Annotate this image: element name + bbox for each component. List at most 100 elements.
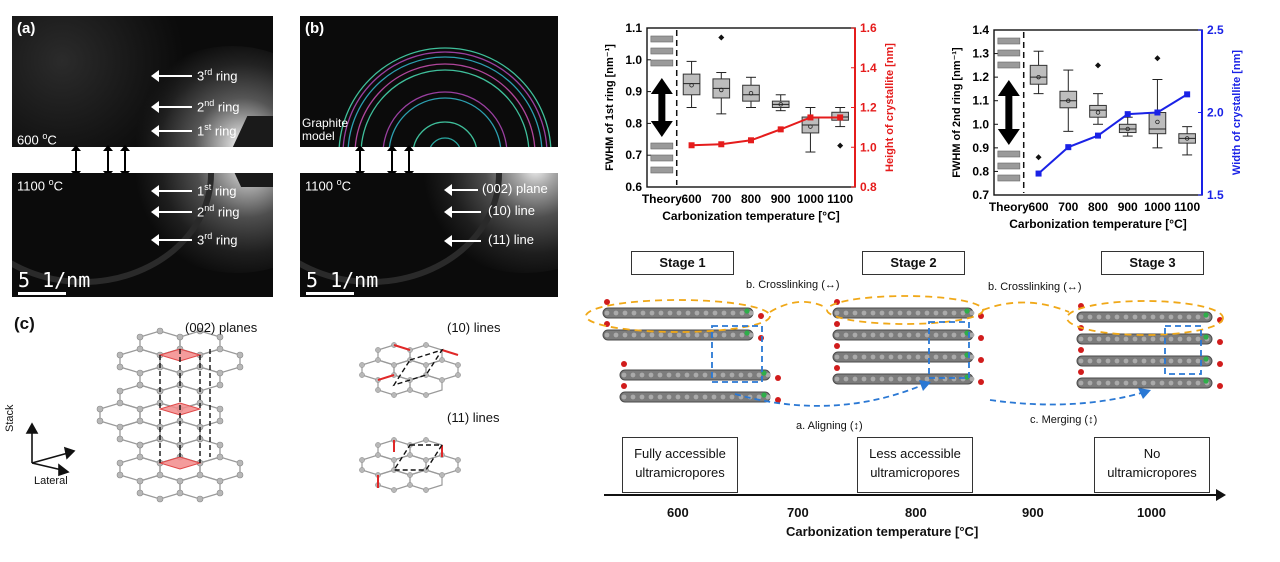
- carbon-atom: [951, 332, 957, 338]
- accessibility-box-2: Less accessible ultramicropores: [857, 437, 973, 493]
- carbon-atom: [1186, 336, 1192, 342]
- temp-label-1100: 1100 oC: [17, 177, 63, 194]
- carbon-atom: [1141, 380, 1147, 386]
- carbon-atom: [951, 354, 957, 360]
- oxygen-atom: [621, 361, 627, 367]
- x-tick-label: 1100: [827, 192, 853, 206]
- carbon-atom: [729, 394, 735, 400]
- crystallite-point: [777, 126, 784, 133]
- carbon-atom: [648, 372, 654, 378]
- crystallite-point: [748, 137, 754, 144]
- carbon-atom: [861, 376, 867, 382]
- carbon-atom: [1123, 314, 1129, 320]
- carbon-atom: [1078, 314, 1084, 320]
- carbon-atom: [756, 394, 762, 400]
- oxygen-atom: [834, 321, 840, 327]
- carbon-atom: [1114, 380, 1120, 386]
- temp-tick-900: 900: [1022, 505, 1044, 520]
- oxygen-atom: [834, 365, 840, 371]
- crosslink-ellipse: [585, 299, 771, 333]
- carbon-atom: [667, 332, 673, 338]
- temp-tick-600: 600: [667, 505, 689, 520]
- carbon-atom: [852, 376, 858, 382]
- oxygen-atom: [775, 397, 781, 403]
- planes-label-002: (002) planes: [185, 320, 258, 335]
- stage-2-stack: [832, 299, 984, 385]
- x-tick-label: 600: [1029, 200, 1049, 214]
- carbon-atom: [712, 332, 718, 338]
- aligning-arrowhead: [919, 380, 931, 391]
- carbon-atom: [756, 372, 762, 378]
- carbon-atom: [604, 332, 610, 338]
- oxygen-atom: [1217, 339, 1223, 345]
- graphene-layer: [650, 47, 674, 55]
- y2-axis-title: Width of crystallite [nm]: [1231, 50, 1243, 176]
- carbon-atom: [852, 354, 858, 360]
- scale-bar-label: 5 1/nm: [18, 268, 91, 292]
- carbon-atom: [748, 332, 754, 338]
- oxygen-atom: [1078, 347, 1084, 353]
- temp-tick-700: 700: [787, 505, 809, 520]
- panel-c-label: (c): [14, 314, 35, 333]
- carbon-atom: [631, 310, 637, 316]
- carbon-atom: [1087, 380, 1093, 386]
- box-mean: [778, 102, 783, 107]
- box-mean: [1155, 119, 1160, 125]
- pore-box: [928, 321, 970, 379]
- stage-1-top-stack: [602, 299, 764, 341]
- line-arrow-10: [444, 206, 481, 218]
- saed-pattern-600: [12, 16, 273, 147]
- carbon-atom: [657, 394, 663, 400]
- y2-tick-label: 1.4: [860, 61, 877, 75]
- carbon-atom: [721, 310, 727, 316]
- nitrogen-atom: [1203, 378, 1209, 384]
- outlier-point: [837, 142, 844, 149]
- scale-bar: [306, 292, 354, 295]
- carbon-atom: [621, 394, 627, 400]
- carbon-atom: [658, 310, 664, 316]
- carbon-atom: [861, 354, 867, 360]
- stage-3-stack: [1076, 303, 1223, 389]
- carbon-atom: [630, 394, 636, 400]
- y-tick-label: 0.7: [972, 188, 989, 202]
- x-tick-label: 1000: [797, 192, 824, 206]
- crystallite-point: [1154, 109, 1161, 116]
- carbon-atom: [604, 310, 610, 316]
- carbon-atom: [1177, 358, 1183, 364]
- carbon-atom: [969, 332, 975, 338]
- carbon-atom: [879, 376, 885, 382]
- carbon-atom: [1195, 358, 1201, 364]
- crystallite-point: [1035, 170, 1042, 177]
- oxygen-atom: [775, 375, 781, 381]
- carbon-atom: [765, 394, 771, 400]
- merging-label: c. Merging (↕): [1030, 414, 1098, 426]
- y-axis-title: FWHM of 2nd ring [nm⁻¹]: [951, 47, 963, 178]
- carbon-atom: [834, 354, 840, 360]
- y-tick-label: 0.9: [972, 141, 989, 155]
- saed-pattern-1100-indexed: [300, 173, 558, 297]
- y2-tick-label: 2.0: [1207, 106, 1224, 120]
- carbon-atom: [640, 332, 646, 338]
- box: [742, 84, 760, 102]
- stage-3-box: Stage 3: [1101, 251, 1204, 275]
- carbon-atom: [870, 354, 876, 360]
- carbon-atom: [1096, 380, 1102, 386]
- ring-label-3rd-bottom: 3rd ring: [197, 231, 238, 248]
- y-tick-label: 1.0: [625, 53, 642, 67]
- x-tick-label: 1100: [1174, 200, 1200, 214]
- carbon-atom: [942, 354, 948, 360]
- carbon-atom: [765, 372, 771, 378]
- ring-label-2nd-top: 2nd ring: [197, 98, 240, 115]
- carbon-atom: [1168, 314, 1174, 320]
- y2-tick-label: 1.6: [860, 21, 877, 35]
- carbon-atom: [685, 332, 691, 338]
- ring-arrow-2nd-top: [151, 101, 192, 113]
- carbon-atom: [960, 354, 966, 360]
- y2-tick-label: 1.2: [860, 101, 877, 115]
- double-arrow: [404, 145, 414, 177]
- carbon-atom: [720, 394, 726, 400]
- graphite-stack-icon: [650, 35, 674, 67]
- carbon-atom: [942, 310, 948, 316]
- carbon-atom: [870, 376, 876, 382]
